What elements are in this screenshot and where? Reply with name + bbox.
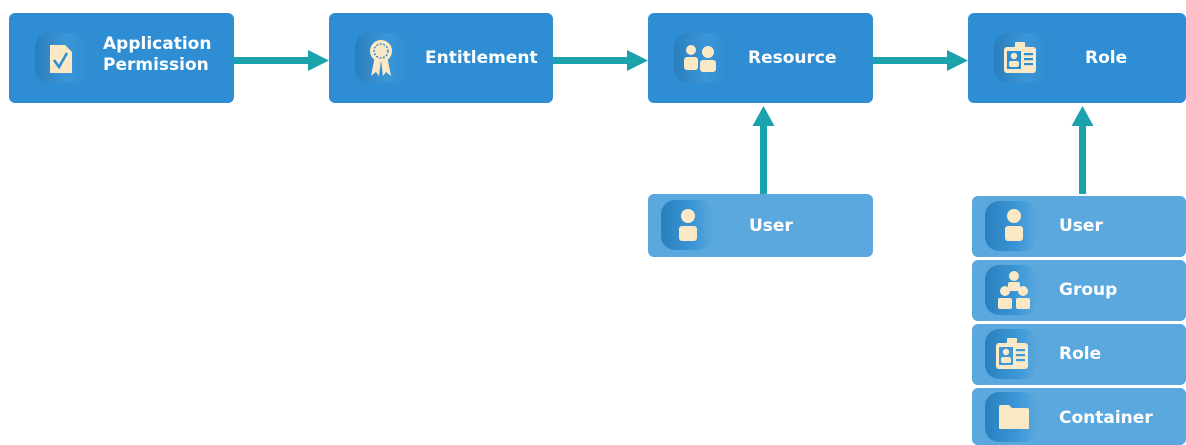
resource-user-node: User	[648, 194, 873, 257]
id-badge-icon	[1004, 42, 1036, 73]
role-source-user-label: User	[1059, 216, 1103, 236]
resource-node: Resource	[648, 13, 873, 103]
application-permission-label: Application Permission	[103, 34, 212, 76]
entitlement-node: Entitlement	[329, 13, 553, 103]
document-check-icon	[50, 45, 72, 73]
application-permission-node: Application Permission	[9, 13, 234, 103]
role-source-group-label: Group	[1059, 280, 1118, 300]
user-icon	[1005, 209, 1023, 241]
role-source-role-label: Role	[1059, 344, 1102, 364]
ribbon-award-icon	[370, 40, 392, 76]
resource-user-label: User	[749, 216, 793, 236]
role-node: Role	[968, 13, 1186, 103]
role-source-container-node: Container	[972, 388, 1186, 445]
users-pair-icon	[684, 45, 716, 72]
group-icon	[998, 271, 1030, 309]
container-folder-icon	[999, 405, 1029, 429]
id-badge-icon	[996, 338, 1028, 369]
role-label: Role	[1085, 48, 1128, 68]
user-icon	[679, 209, 697, 241]
role-source-role-node: Role	[972, 324, 1186, 385]
role-source-user-node: User	[972, 196, 1186, 257]
resource-label: Resource	[748, 48, 837, 68]
role-source-container-label: Container	[1059, 408, 1153, 428]
entitlement-label: Entitlement	[425, 48, 538, 68]
role-source-group-node: Group	[972, 260, 1186, 321]
